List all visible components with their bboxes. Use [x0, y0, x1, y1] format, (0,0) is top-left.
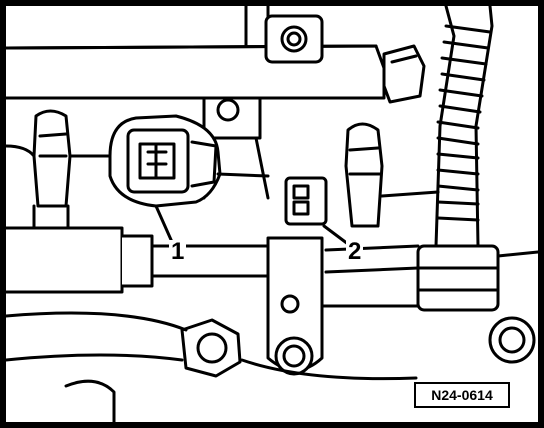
leader-line-1 — [154, 204, 174, 244]
intake-manifold — [6, 144, 538, 422]
fuel-rail — [6, 6, 386, 100]
injector-right — [344, 122, 384, 228]
hex-nut-bottom-right — [488, 316, 536, 364]
engine-bay-line-art — [6, 6, 538, 422]
injector-left — [32, 109, 72, 248]
leader-line-2 — [322, 224, 350, 246]
center-clamp — [266, 236, 324, 376]
connector-2 — [284, 176, 328, 226]
callout-label-2: 2 — [346, 238, 364, 265]
callout-label-1: 1 — [169, 238, 187, 265]
figure-reference-code: N24-0614 — [414, 382, 510, 408]
connector-1 — [108, 114, 222, 208]
hex-nut-top — [382, 44, 426, 104]
lower-fuel-line — [6, 226, 420, 294]
corrugated-hose — [416, 6, 500, 312]
hex-nut-bottom-left — [180, 318, 242, 378]
